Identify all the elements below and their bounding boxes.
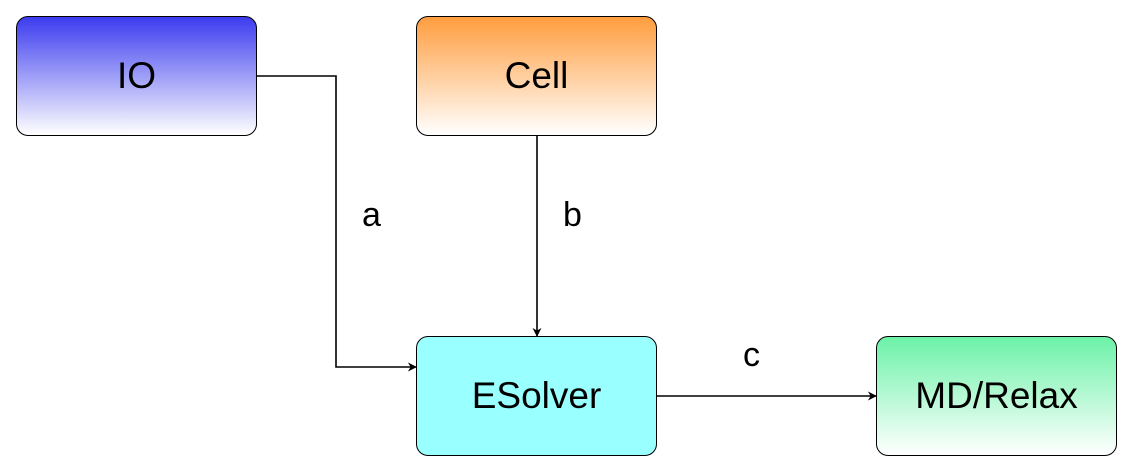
edge-label-c: c — [743, 336, 760, 374]
edge-io-to-esolver — [257, 75, 417, 372]
esolver-node: ESolver — [416, 336, 657, 456]
cell-node-label: Cell — [504, 55, 569, 96]
esolver-node-label: ESolver — [471, 375, 602, 416]
io-node-label: IO — [116, 55, 157, 96]
md-relax-node-label: MD/Relax — [915, 375, 1078, 416]
edge-label-a: a — [362, 196, 381, 234]
md-relax-node: MD/Relax — [876, 336, 1117, 456]
edge-label-b: b — [563, 196, 582, 234]
io-node: IO — [16, 16, 257, 136]
cell-node: Cell — [416, 16, 657, 136]
